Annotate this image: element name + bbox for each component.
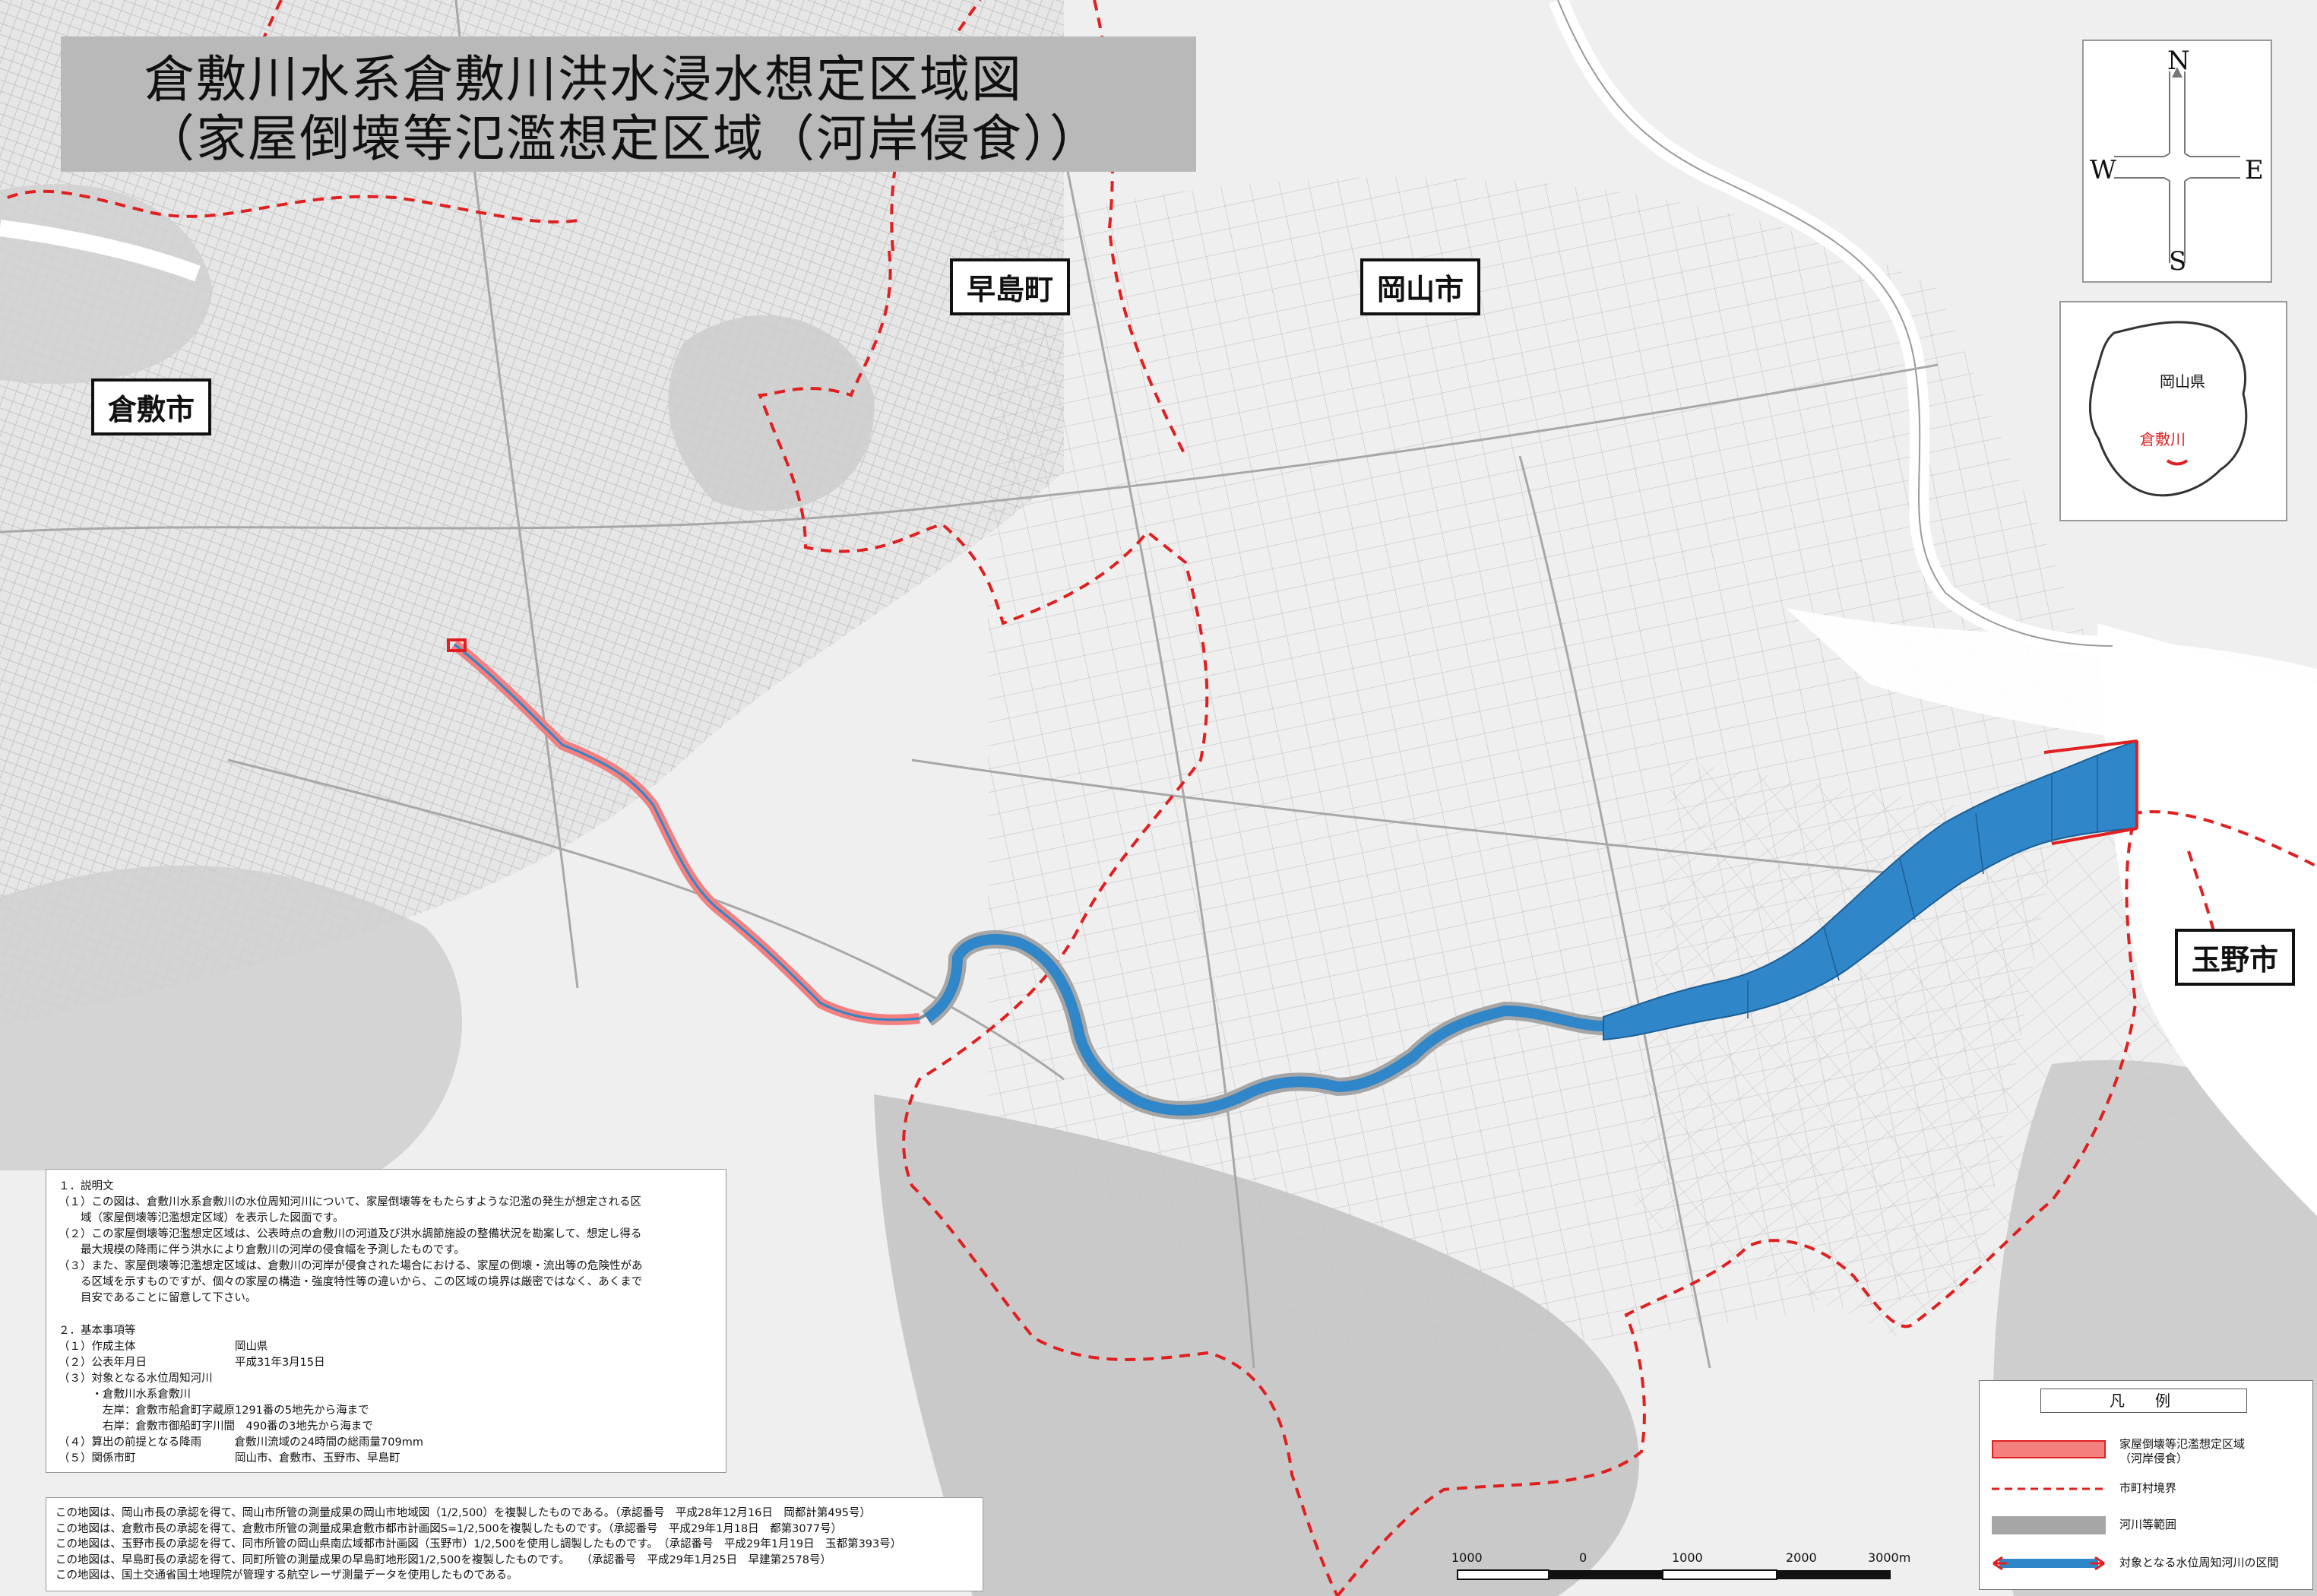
cross-section-ticks	[1747, 756, 2098, 1018]
hill-north	[668, 315, 875, 511]
bay-area	[1786, 608, 2317, 760]
title-line-2: （家屋倒壊等氾濫想定区域（河岸侵食））	[144, 109, 1101, 168]
legend-label: 対象となる水位周知河川の区間	[2119, 1556, 2279, 1569]
target-river-section	[923, 934, 1604, 1116]
hill-west	[0, 866, 462, 1170]
legend-swatch-gray	[1992, 1516, 2106, 1534]
scale-tick-label: 1000	[1451, 1550, 1483, 1565]
legend-label: 市町村境界	[2119, 1481, 2177, 1495]
notes-line: 右岸：倉敷市御船町字川間 490番の3地先から海まで	[59, 1420, 373, 1433]
legend-label-main: 家屋倒壊等氾濫想定区域	[2119, 1437, 2246, 1451]
title-line-1: 倉敷川水系倉敷川洪水浸水想定区域図	[144, 50, 1023, 109]
downstream-end-marker	[2043, 739, 2138, 845]
legend-label: 家屋倒壊等氾濫想定区域 （河岸侵食）	[2119, 1437, 2245, 1466]
scale-tick-label: 3000m	[1868, 1550, 1911, 1565]
river-west	[0, 220, 201, 282]
notes-line: （１）作成主体 岡山県	[59, 1341, 268, 1353]
scale-bar: 1000 0 1000 2000 3000m	[1451, 1550, 1915, 1591]
compass-rose-icon	[2114, 67, 2240, 263]
location-inset-map: 岡山県 倉敷川	[2059, 301, 2287, 521]
map-legend: 凡 例 家屋倒壊等氾濫想定区域 （河岸侵食） 市町村境界 河川等範囲 対象となる…	[1979, 1380, 2313, 1590]
notes-line: （２）この家屋倒壊等氾濫想定区域は、公表時点の倉敷川の河道及び洪水調節施設の整備…	[59, 1228, 642, 1240]
credit-line: この地図は、岡山市長の承認を得て、岡山市所管の測量成果の岡山市地域図（1/2,5…	[55, 1507, 872, 1519]
legend-item-municipal-boundary: 市町村境界	[1980, 1474, 2314, 1504]
legend-dashed-line-icon	[1992, 1487, 2106, 1490]
legend-label-sub: （河岸侵食）	[2119, 1452, 2189, 1465]
notes-line: 域（家屋倒壊等氾濫想定区域）を表示した図面です。	[59, 1212, 344, 1224]
legend-label: 河川等範囲	[2119, 1518, 2177, 1531]
map-credits: この地図は、岡山市長の承認を得て、岡山市所管の測量成果の岡山市地域図（1/2,5…	[46, 1497, 983, 1591]
credit-line: この地図は、早島町長の承認を得て、同町所管の測量成果の早島町地形図1/2,500…	[55, 1553, 831, 1566]
notes-line: る区域を示すものですが、個々の家屋の構造・強度特性等の違いから、この区域の境界は…	[59, 1276, 643, 1288]
legend-title: 凡 例	[2040, 1389, 2247, 1413]
inset-river-name: 倉敷川	[2140, 430, 2186, 448]
compass-w: W	[2090, 155, 2116, 185]
label-tamano-city: 玉野市	[2175, 929, 2296, 986]
scale-tick-label: 0	[1579, 1550, 1587, 1565]
north-arrow: N S E W	[2082, 40, 2272, 283]
legend-double-arrow-icon	[1993, 1556, 2105, 1571]
upstream-end-marker	[447, 638, 467, 652]
sea-area	[2097, 623, 2317, 1216]
scale-tick-label: 1000	[1672, 1550, 1703, 1565]
credit-line: この地図は、玉野市長の承認を得て、同市所管の岡山県南広域都市計画図（玉野市）1/…	[55, 1538, 902, 1550]
credit-line: この地図は、倉敷市長の承認を得て、倉敷市所管の測量成果倉敷市都市計画図S=1/2…	[55, 1522, 843, 1535]
credit-line: この地図は、国土交通省国土地理院が管理する航空レーザ測量データを使用したものであ…	[55, 1569, 518, 1582]
explanation-notes: １．説明文 （１）この図は、倉敷川水系倉敷川の水位周知河川について、家屋倒壊等を…	[46, 1169, 726, 1473]
scale-bar-graphic	[1457, 1569, 1891, 1580]
legend-item-river-range: 河川等範囲	[1980, 1510, 2314, 1541]
compass-n: N	[2167, 46, 2190, 76]
scale-tick-label: 2000	[1786, 1550, 1817, 1565]
notes-line: 目安であることに留意して下さい。	[59, 1292, 257, 1304]
notes-heading-1: １．説明文	[59, 1180, 114, 1192]
label-kurashiki-city: 倉敷市	[91, 378, 212, 435]
notes-line: （３）対象となる水位周知河川	[59, 1373, 213, 1385]
compass-s: S	[2169, 246, 2187, 277]
legend-item-target-river: 対象となる水位周知河川の区間	[1980, 1548, 2314, 1579]
notes-line: （１）この図は、倉敷川水系倉敷川の水位周知河川について、家屋倒壊等をもたらすよう…	[59, 1196, 642, 1208]
notes-heading-2: ２．基本事項等	[59, 1325, 136, 1337]
notes-line: （４）算出の前提となる降雨 倉敷川流域の24時間の総雨量709mm	[59, 1436, 423, 1449]
roads	[0, 0, 1939, 1369]
inset-prefecture-name: 岡山県	[2160, 372, 2205, 391]
okayama-prefecture-outline	[2089, 321, 2248, 497]
notes-line: 最大規模の降雨に伴う洪水により倉敷川の河岸の侵食幅を予測したものです。	[59, 1244, 465, 1256]
notes-line: ・倉敷川水系倉敷川	[59, 1389, 191, 1401]
notes-line: 左岸：倉敷市船倉町字蔵原1291番の5地先から海まで	[59, 1404, 369, 1417]
notes-line: （３）また、家屋倒壊等氾濫想定区域は、倉敷川の河岸が侵食された場合における、家屋…	[59, 1260, 643, 1272]
hill-south	[874, 1094, 1639, 1596]
compass-e: E	[2245, 155, 2264, 185]
map-title: 倉敷川水系倉敷川洪水浸水想定区域図 （家屋倒壊等氾濫想定区域（河岸侵食））	[61, 36, 1196, 172]
notes-line: （２）公表年月日 平成31年3月15日	[59, 1357, 325, 1369]
label-hayashima-town: 早島町	[950, 258, 1071, 315]
legend-item-house-collapse-zone: 家屋倒壊等氾濫想定区域 （河岸侵食）	[1980, 1434, 2314, 1465]
label-okayama-city: 岡山市	[1360, 258, 1481, 315]
legend-swatch-red	[1992, 1440, 2106, 1458]
notes-line: （５）関係市町 岡山市、倉敷市、玉野市、早島町	[59, 1452, 400, 1465]
